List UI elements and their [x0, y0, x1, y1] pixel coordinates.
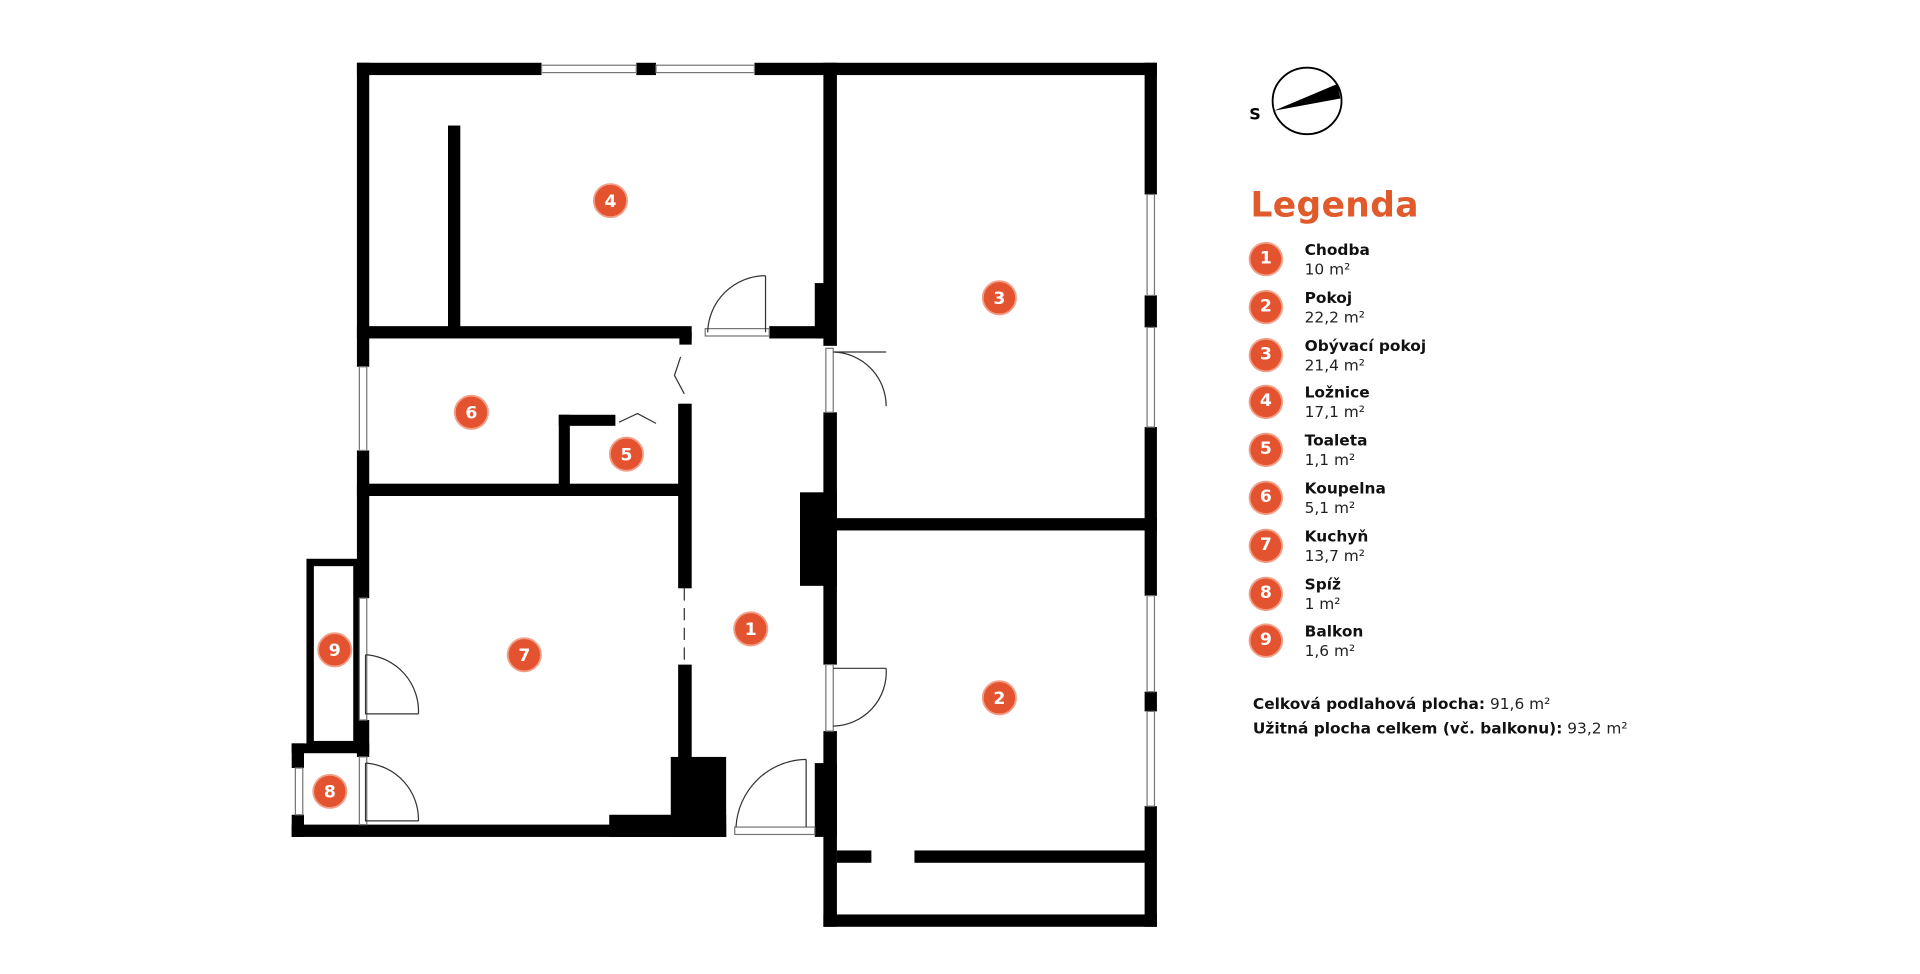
room-name: Spíž [1304, 574, 1341, 593]
room-area: 10 m² [1304, 259, 1351, 279]
legend-item: 5 Toaleta 1,1 m² [1250, 431, 1418, 483]
room-name: Chodba [1304, 240, 1370, 259]
total-floor-label: Celková podlahová plocha: [1252, 694, 1486, 713]
room-marker-9: 9 [317, 632, 353, 668]
room-marker-number: 3 [993, 289, 1005, 309]
compass-icon [1271, 66, 1343, 136]
room-marker-number: 4 [604, 192, 616, 212]
room-name: Kuchyň [1304, 526, 1369, 545]
legend-item: 6 Koupelna 5,1 m² [1250, 478, 1418, 530]
room-marker-number: 1 [745, 620, 757, 640]
compass-label: S [1249, 105, 1261, 125]
room-area: 17,1 m² [1304, 402, 1365, 422]
walls [291, 62, 1157, 927]
room-number-badge: 6 [1250, 482, 1282, 514]
room-marker-4: 4 [592, 183, 629, 219]
total-usable-label: Užitná plocha celkem (vč. balkonu): [1252, 718, 1563, 738]
room-markers: 1 2 3 4 5 6 7 8 9 [312, 183, 1017, 809]
room-marker-number: 8 [324, 783, 336, 803]
legend-item: 9 Balkon 1,6 m² [1250, 622, 1418, 674]
room-marker-circle [317, 632, 353, 668]
room-marker-3: 3 [981, 280, 1017, 316]
room-number-badge: 9 [1250, 625, 1282, 657]
room-marker-number: 9 [329, 641, 341, 661]
legend-item: 3 Obývací pokoj 21,4 m² [1250, 336, 1426, 387]
room-marker-number: 2 [993, 689, 1005, 709]
area-totals: Celková podlahová plocha: 91,6 m² Užitná… [1253, 692, 1628, 741]
room-marker-8: 8 [312, 773, 348, 809]
door-swings [364, 275, 887, 828]
room-area: 21,4 m² [1304, 355, 1365, 374]
room-marker-number: 5 [620, 445, 632, 465]
room-number-badge: 2 [1250, 291, 1282, 323]
room-name: Balkon [1304, 622, 1364, 641]
room-marker-circle [312, 773, 348, 809]
room-name: Toaleta [1304, 431, 1368, 450]
room-area: 22,2 m² [1304, 307, 1365, 326]
room-number-badge: 8 [1250, 577, 1282, 609]
room-number-badge: 5 [1250, 434, 1282, 466]
legend-item: 2 Pokoj 22,2 m² [1250, 287, 1418, 339]
room-marker-circle [981, 680, 1017, 716]
room-marker-2: 2 [981, 680, 1017, 716]
room-number-badge: 4 [1250, 386, 1282, 418]
room-marker-number: 7 [518, 646, 530, 666]
room-name: Koupelna [1304, 478, 1386, 498]
room-marker-6: 6 [453, 394, 489, 430]
room-marker-number: 6 [465, 403, 477, 423]
room-marker-circle [453, 394, 489, 430]
room-number-badge: 1 [1250, 243, 1282, 275]
room-marker-circle [592, 183, 629, 219]
room-name: Obývací pokoj [1304, 335, 1427, 354]
legend-item: 7 Kuchyň 13,7 m² [1250, 526, 1418, 578]
room-area: 5,1 m² [1304, 498, 1356, 517]
total-floor-value: 91,6 m² [1489, 694, 1551, 713]
legend-item: 8 Spíž 1 m² [1250, 574, 1418, 626]
legend-item: 1 Chodba 10 m² [1250, 240, 1418, 292]
windows [294, 64, 1156, 836]
room-marker-circle [733, 611, 769, 647]
total-usable-area: Užitná plocha celkem (vč. balkonu): 93,2… [1253, 716, 1628, 741]
balcony-outline [306, 558, 361, 749]
room-area: 1,6 m² [1304, 641, 1356, 661]
room-marker-circle [506, 637, 542, 673]
room-area: 1,1 m² [1304, 450, 1356, 470]
legend-title: Legenda [1250, 184, 1419, 226]
room-marker-circle [608, 436, 645, 472]
room-marker-circle [981, 280, 1017, 316]
room-name: Ložnice [1304, 383, 1370, 402]
room-number-badge: 3 [1250, 339, 1282, 370]
total-usable-value: 93,2 m² [1567, 718, 1628, 738]
legend-item: 4 Ložnice 17,1 m² [1250, 383, 1418, 435]
room-area: 13,7 m² [1304, 546, 1365, 565]
room-name: Pokoj [1304, 287, 1353, 307]
total-floor-area: Celková podlahová plocha: 91,6 m² [1253, 692, 1628, 717]
room-marker-5: 5 [608, 436, 645, 472]
room-marker-7: 7 [506, 637, 542, 673]
room-area: 1 m² [1304, 593, 1341, 613]
room-number-badge: 7 [1250, 530, 1282, 561]
room-marker-1: 1 [733, 611, 769, 647]
